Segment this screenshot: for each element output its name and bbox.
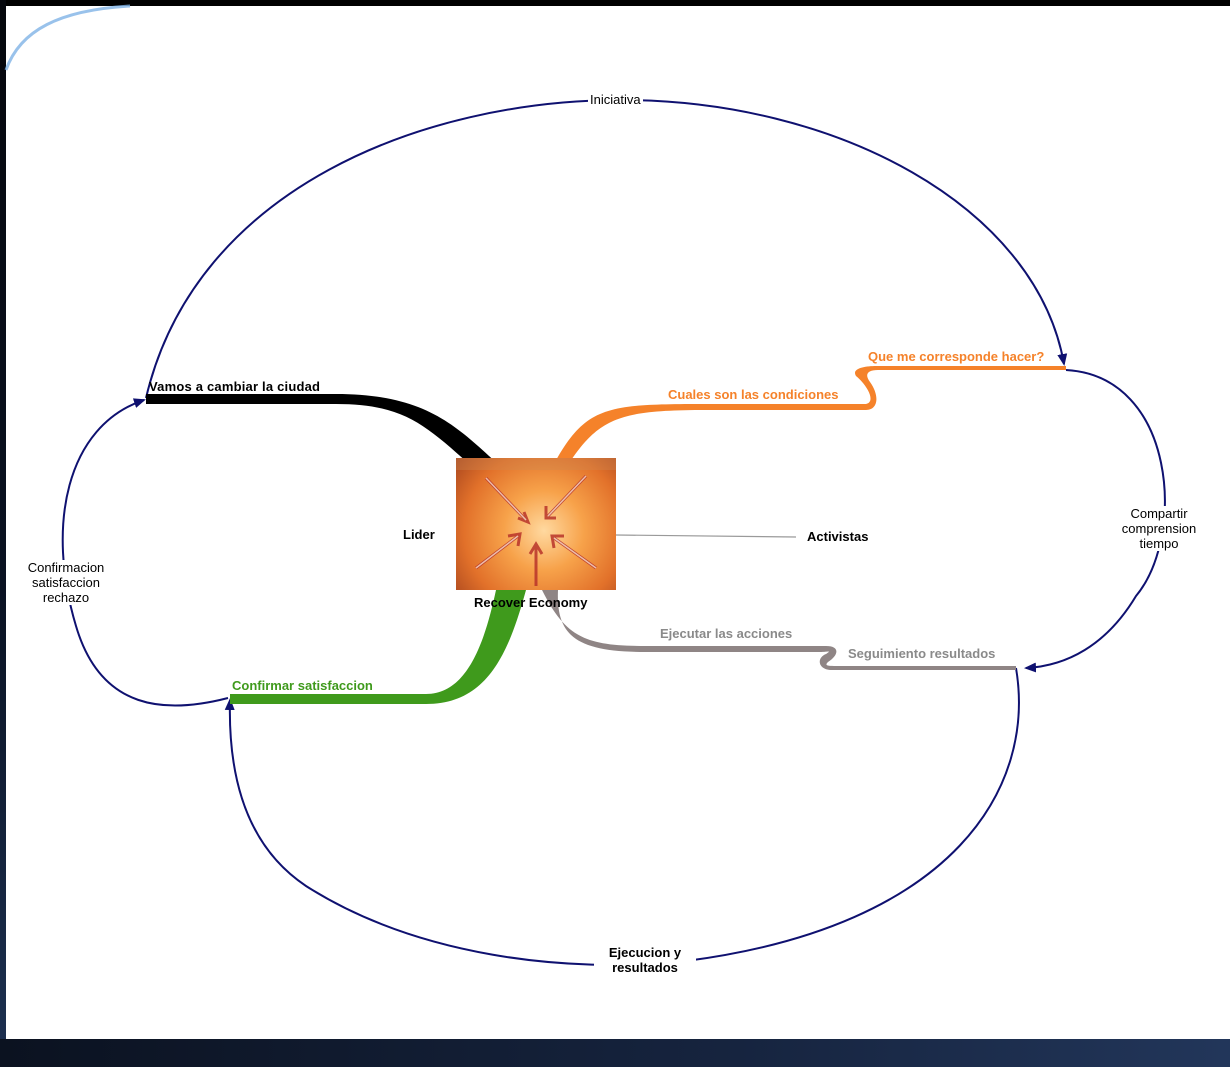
loop-label-confirmacion-line-1: Confirmacion [27,560,105,575]
loop-label-compartir-line-1: Compartir [1130,506,1188,521]
corner-decoration [4,4,131,71]
branch-label-ejecutar[interactable]: Ejecutar las acciones [660,626,793,641]
loop-label-ejecucion-line-1: Ejecucion y [608,945,682,960]
connections-layer [61,98,1166,966]
branch-orange-shape [554,366,1066,468]
bottom-frame-edge [0,1039,1230,1067]
loop-label-confirmacion[interactable]: Confirmacion satisfaccion rechazo [18,560,114,605]
branch-green-shape [230,590,526,704]
loop-right-arc [1024,369,1166,673]
left-frame-edge [0,0,6,1067]
loop-label-ejecucion[interactable]: Ejecucion y resultados [594,945,696,975]
branch-gray-shape [542,590,1016,670]
loop-bottom-arc [224,667,1020,966]
loop-label-compartir-line-3: tiempo [1139,536,1179,551]
loop-left-arc [61,398,229,707]
branch-label-corresponde[interactable]: Que me corresponde hacer? [868,349,1045,364]
mind-map-canvas: Recover Economy Lider Activistas Vamos a… [6,6,1230,1039]
branch-label-confirmar[interactable]: Confirmar satisfaccion [232,678,373,693]
loop-label-compartir[interactable]: Compartir comprension tiempo [1114,506,1204,551]
branch-black-shape [146,394,498,470]
loop-label-ejecucion-line-2: resultados [612,960,678,975]
connector-activistas [615,534,797,538]
loop-label-compartir-line-2: comprension [1121,521,1197,536]
arrows-convergence-icon [456,458,616,586]
loop-label-iniciativa[interactable]: Iniciativa [588,92,643,107]
central-topic-label: Recover Economy [474,595,588,610]
loop-label-confirmacion-line-2: satisfaccion [32,575,100,590]
node-activistas[interactable]: Activistas [807,529,869,544]
branch-label-vamos[interactable]: Vamos a cambiar la ciudad [149,379,321,394]
loop-label-confirmacion-line-3: rechazo [42,590,90,605]
node-lider[interactable]: Lider [403,527,435,542]
central-topic-image[interactable] [456,458,616,590]
branch-label-condiciones[interactable]: Cuales son las condiciones [668,387,839,402]
branch-label-seguimiento[interactable]: Seguimiento resultados [848,646,996,661]
